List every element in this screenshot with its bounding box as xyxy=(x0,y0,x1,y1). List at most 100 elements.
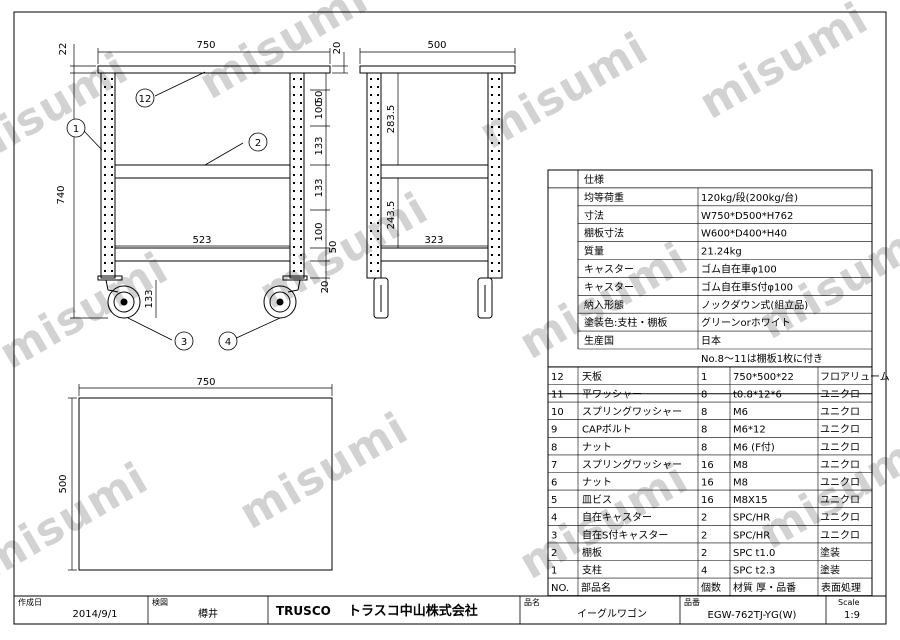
post-hole xyxy=(111,262,113,264)
dim-caster-height: 133 xyxy=(144,289,155,308)
post-hole xyxy=(377,102,379,104)
post-hole xyxy=(104,206,106,208)
spec-value: グリーンorホワイト xyxy=(701,316,791,329)
post-hole xyxy=(370,214,372,216)
balloon-3: 3 xyxy=(181,337,187,348)
parts-qty: 16 xyxy=(701,478,714,489)
checked-value: 樽井 xyxy=(198,607,218,620)
dim-side-width: 500 xyxy=(427,40,446,51)
parts-material: M8 xyxy=(733,460,748,471)
parts-material: M6*12 xyxy=(733,425,766,436)
scale-label: Scale xyxy=(838,598,860,607)
post-hole xyxy=(491,222,493,224)
post-hole xyxy=(491,198,493,200)
front-view xyxy=(97,65,331,319)
post-hole xyxy=(498,270,500,272)
post-hole xyxy=(370,198,372,200)
post-hole xyxy=(293,246,295,248)
post-hole xyxy=(111,102,113,104)
post-hole xyxy=(111,166,113,168)
dim-side-upper: 283.5 xyxy=(386,105,397,134)
side-dim-labels: 500 283.5 243.5 323 xyxy=(386,40,447,246)
lower-shelf xyxy=(114,247,291,262)
post-hole xyxy=(293,198,295,200)
parts-column-header: 個数 xyxy=(701,581,721,594)
post-hole xyxy=(370,102,372,104)
side-post-holes xyxy=(370,78,500,272)
post-hole xyxy=(377,118,379,120)
post-hole xyxy=(498,182,500,184)
post-hole xyxy=(377,222,379,224)
side-top-board xyxy=(359,65,516,74)
side-caster-right xyxy=(477,277,493,319)
parts-qty: 4 xyxy=(701,566,707,577)
parts-no: 6 xyxy=(551,478,557,489)
post-hole xyxy=(491,262,493,264)
post-hole xyxy=(370,246,372,248)
post-hole xyxy=(111,118,113,120)
dim-bottom-offset: 20 xyxy=(320,281,331,294)
post-hole xyxy=(491,246,493,248)
post-hole xyxy=(111,198,113,200)
post-hole xyxy=(293,166,295,168)
parts-material: M8 xyxy=(733,478,748,489)
parts-no: 10 xyxy=(551,407,564,418)
parts-material: SPC/HR xyxy=(733,530,770,541)
post-hole xyxy=(111,86,113,88)
post-hole xyxy=(491,126,493,128)
post-hole xyxy=(111,158,113,160)
parts-qty: 1 xyxy=(701,372,707,383)
post-hole xyxy=(377,150,379,152)
post-hole xyxy=(491,238,493,240)
spec-label: 質量 xyxy=(584,245,604,258)
post-hole xyxy=(293,134,295,136)
caster-axle-right xyxy=(276,298,284,306)
post-hole xyxy=(104,78,106,80)
parts-name: 自在S付キャスター xyxy=(582,528,668,541)
post-hole xyxy=(370,86,372,88)
post-hole xyxy=(293,126,295,128)
post-hole xyxy=(300,190,302,192)
balloon-4: 4 xyxy=(225,337,231,348)
post-hole xyxy=(498,102,500,104)
watermark-text: misumi xyxy=(471,23,657,160)
post-hole xyxy=(104,198,106,200)
post-hole xyxy=(498,166,500,168)
spec-label: 塗装色:支柱・棚板 xyxy=(584,316,667,329)
post-hole xyxy=(377,166,379,168)
watermark-text: misumi xyxy=(0,243,177,380)
post-hole xyxy=(498,126,500,128)
post-hole xyxy=(377,230,379,232)
post-hole xyxy=(370,158,372,160)
post-hole xyxy=(104,94,106,96)
post-hole xyxy=(498,262,500,264)
post-hole xyxy=(104,254,106,256)
post-hole xyxy=(377,110,379,112)
product-name-label: 品名 xyxy=(524,597,540,607)
caster-plate-left xyxy=(97,275,123,281)
parts-finish: ユニクロ xyxy=(820,459,860,471)
post-hole xyxy=(300,150,302,152)
post-hole xyxy=(104,158,106,160)
post-hole xyxy=(104,270,106,272)
spec-value: ノックダウン式(組立品) xyxy=(701,298,808,311)
post-hole xyxy=(498,230,500,232)
spec-value: 日本 xyxy=(701,334,721,347)
post-hole xyxy=(377,86,379,88)
post-hole xyxy=(111,126,113,128)
post-hole xyxy=(293,222,295,224)
post-hole xyxy=(370,270,372,272)
dim-plan-depth: 500 xyxy=(58,474,69,493)
watermark-text: misumi xyxy=(0,43,137,180)
parts-column-header: 部品名 xyxy=(581,581,611,594)
parts-material: t0.8*12*6 xyxy=(733,390,782,401)
post-hole xyxy=(293,254,295,256)
dim-right-4: 133 xyxy=(314,178,325,197)
post-hole xyxy=(300,118,302,120)
side-caster-left xyxy=(373,277,389,319)
balloon-12: 12 xyxy=(139,94,152,105)
post-hole xyxy=(370,166,372,168)
post-hole xyxy=(300,78,302,80)
